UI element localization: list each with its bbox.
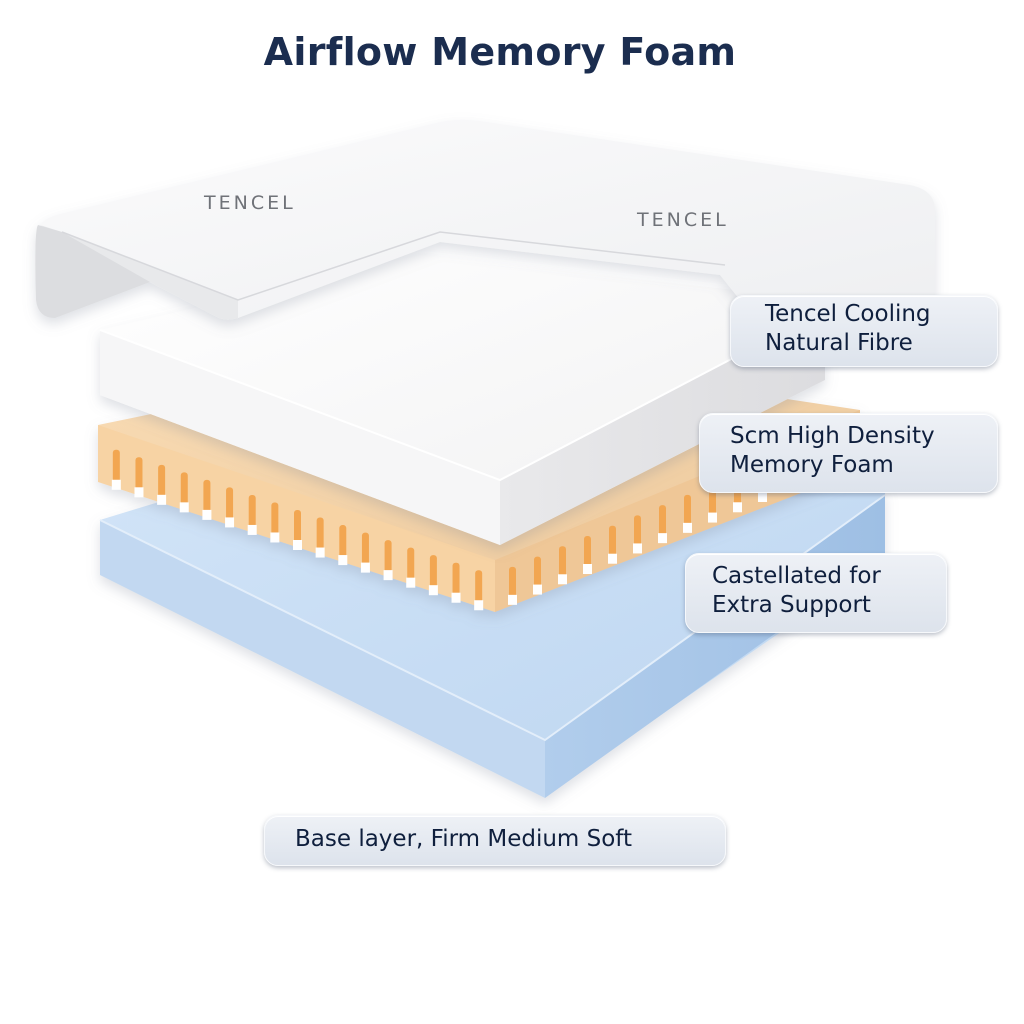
tencel-cover — [35, 119, 935, 320]
castellation-slot — [659, 505, 666, 538]
castellation-slot — [429, 555, 437, 590]
castellation-notch — [474, 600, 484, 611]
castellation-notch — [608, 553, 617, 564]
castellation-notch — [533, 584, 542, 595]
castellation-notch — [293, 540, 302, 550]
castellation-slot — [684, 494, 691, 527]
castellation-slot — [584, 536, 591, 568]
castellation-slot — [135, 457, 143, 492]
castellation-slot — [534, 556, 541, 589]
castellation-notch — [111, 479, 121, 490]
castellation-notch — [758, 492, 767, 502]
castellation-notch — [428, 585, 438, 596]
castellation-slot — [559, 546, 566, 579]
castellation-notch — [633, 543, 642, 554]
castellation-slot — [634, 515, 641, 548]
callout-line: Memory Foam — [730, 452, 894, 478]
castellation-notch — [134, 487, 144, 498]
castellation-slot — [158, 464, 166, 499]
castellation-notch — [683, 522, 692, 533]
castellation-notch — [338, 555, 348, 566]
castellation-notch — [383, 570, 393, 581]
castellation-notch — [315, 547, 325, 558]
castellation-notch — [270, 532, 280, 543]
callout-line: Castellated for — [712, 563, 881, 589]
castellation-slot — [180, 472, 188, 507]
memory-foam-layer — [99, 255, 826, 545]
castellation-slots — [111, 449, 484, 611]
castellation-notch — [225, 517, 235, 528]
castellation-slot — [407, 547, 415, 582]
callout-line: Tencel Cooling — [765, 301, 931, 327]
page-title: Airflow Memory Foam — [263, 30, 737, 74]
castellation-slot — [361, 532, 369, 567]
castellation-notch — [406, 577, 416, 588]
castellation-slot — [294, 510, 301, 544]
castellation-slot — [248, 494, 256, 529]
castellation-slot — [226, 487, 234, 522]
callout-tencel-cooling: Tencel Cooling Natural Fibre — [730, 295, 998, 367]
castellation-notch — [558, 574, 567, 585]
castellation-notch — [360, 562, 370, 573]
castellation-slot — [452, 562, 460, 597]
castellation-notch — [179, 502, 189, 513]
castellation-slot — [475, 570, 483, 605]
tencel-brand-label: TENCEL — [204, 192, 296, 214]
callout-line: Natural Fibre — [765, 330, 913, 356]
castellation-notch — [451, 592, 461, 603]
callout-castellated: Castellated for Extra Support — [685, 553, 947, 633]
castellation-notch — [658, 533, 667, 544]
castellation-notch — [733, 502, 742, 513]
castellation-slot — [112, 449, 120, 484]
callout-line: Base layer, Firm Medium Soft — [295, 826, 633, 852]
castellation-notch — [583, 564, 592, 574]
castellation-slot — [609, 525, 616, 558]
callout-base-layer: Base layer, Firm Medium Soft — [264, 815, 726, 866]
callout-line: Extra Support — [712, 592, 871, 618]
castellation-notch — [247, 524, 257, 535]
castellation-slot — [339, 525, 347, 560]
castellation-notch — [508, 594, 517, 605]
castellation-slot — [509, 566, 516, 599]
castellation-slot — [271, 502, 279, 537]
castellation-notch — [202, 509, 212, 520]
callout-line: Scm High Density — [730, 423, 935, 449]
castellation-slot — [384, 540, 392, 575]
tencel-brand-label: TENCEL — [637, 209, 729, 231]
castellation-slot — [203, 479, 211, 514]
callout-memory-foam: Scm High Density Memory Foam — [699, 413, 998, 493]
castellation-notch — [157, 494, 167, 505]
castellation-slot — [316, 517, 324, 552]
castellation-notch — [708, 512, 717, 523]
